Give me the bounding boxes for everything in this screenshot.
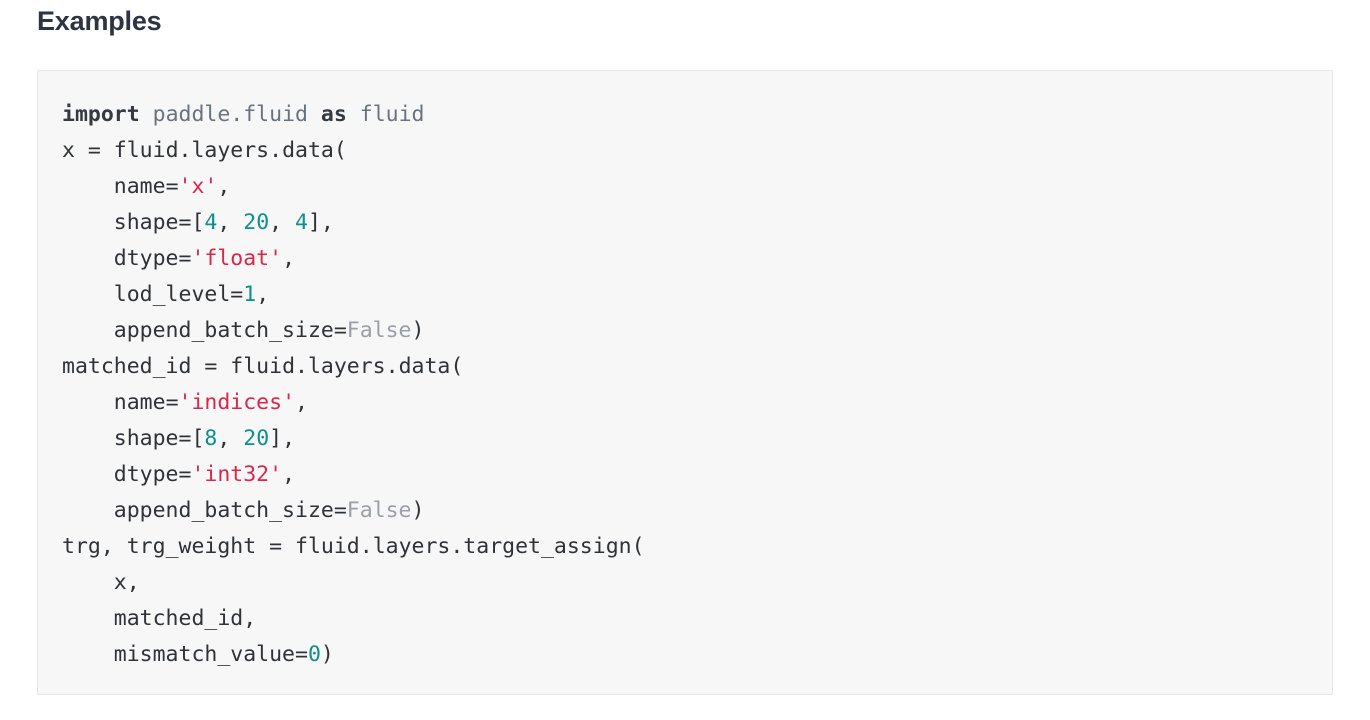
- code-token-op: =: [178, 246, 192, 271]
- code-token-num: 0: [307, 642, 321, 667]
- code-line: x = fluid.layers.data(: [62, 133, 1308, 169]
- code-token-punc: ,: [217, 210, 244, 235]
- code-token-op: =: [333, 318, 347, 343]
- code-token-punc: (: [450, 354, 464, 379]
- code-line: x,: [62, 565, 1308, 601]
- code-token-name: x: [62, 138, 75, 163]
- code-token-punc: (: [631, 534, 645, 559]
- code-token-const: False: [346, 498, 412, 523]
- code-line: trg, trg_weight = fluid.layers.target_as…: [62, 529, 1308, 565]
- code-token-num: 4: [204, 210, 218, 235]
- code-token-num: 20: [243, 210, 270, 235]
- code-token-kw: import: [62, 102, 140, 127]
- code-token-op: =: [165, 390, 179, 415]
- code-line: dtype='float',: [62, 241, 1308, 277]
- code-token-punc: ,: [100, 534, 127, 559]
- page-title: Examples: [37, 6, 162, 36]
- code-token-str: 'float': [191, 246, 283, 271]
- code-line: dtype='int32',: [62, 457, 1308, 493]
- code-token-str: 'int32': [191, 462, 283, 487]
- code-token-name: append_batch_size: [62, 498, 334, 523]
- code-token-op: =: [178, 426, 192, 451]
- code-token-name: shape: [62, 426, 179, 451]
- code-token-name: dtype: [62, 462, 179, 487]
- code-scroll-area[interactable]: import paddle.fluid as fluid x = fluid.l…: [38, 71, 1332, 694]
- code-token-plain: [347, 102, 360, 127]
- code-token-name: matched_id: [62, 354, 192, 379]
- code-token-punc: ,: [217, 174, 231, 199]
- code-token-name: trg: [62, 534, 101, 559]
- code-line: import paddle.fluid as fluid: [62, 97, 1308, 133]
- code-line: lod_level=1,: [62, 277, 1308, 313]
- code-token-const: False: [346, 318, 412, 343]
- code-token-punc: ): [411, 318, 425, 343]
- code-token-name: fluid.layers.data: [230, 354, 451, 379]
- code-token-name: mismatch_value: [62, 642, 295, 667]
- code-line: append_batch_size=False): [62, 493, 1308, 529]
- code-token-str: 'indices': [178, 390, 296, 415]
- code-token-name: fluid.layers.target_assign: [295, 534, 632, 559]
- code-line: shape=[8, 20],: [62, 421, 1308, 457]
- code-token-punc: ,: [256, 282, 270, 307]
- code-token-op: =: [256, 534, 296, 559]
- code-line: mismatch_value=0): [62, 637, 1308, 673]
- code-token-op: =: [295, 642, 308, 667]
- code-token-punc: ): [411, 498, 425, 523]
- code-token-op: =: [74, 138, 114, 163]
- code-token-punc: [: [191, 210, 205, 235]
- code-token-punc: ,: [295, 390, 308, 415]
- code-token-punc: ): [320, 642, 334, 667]
- code-token-punc: ],: [269, 426, 296, 451]
- code-token-punc: ,: [243, 606, 257, 631]
- code-token-op: =: [178, 462, 192, 487]
- code-token-mod: paddle.fluid: [152, 102, 308, 127]
- code-line: matched_id,: [62, 601, 1308, 637]
- code-token-op: =: [230, 282, 244, 307]
- code-token-mod: fluid: [359, 102, 425, 127]
- code-token-punc: (: [333, 138, 347, 163]
- code-token-op: =: [333, 498, 347, 523]
- code-token-punc: ,: [282, 246, 296, 271]
- code-block: import paddle.fluid as fluid x = fluid.l…: [37, 70, 1333, 695]
- code-line: name='indices',: [62, 385, 1308, 421]
- code-token-num: 8: [204, 426, 218, 451]
- code-token-name: fluid.layers.data: [113, 138, 334, 163]
- code-token-punc: ],: [307, 210, 334, 235]
- code-token-name: dtype: [62, 246, 179, 271]
- code-token-punc: ,: [217, 426, 244, 451]
- code-token-op: =: [178, 210, 192, 235]
- code-token-num: 20: [243, 426, 270, 451]
- code-token-name: shape: [62, 210, 179, 235]
- code-token-name: name: [62, 174, 166, 199]
- code-token-plain: [308, 102, 321, 127]
- code-token-name: name: [62, 390, 166, 415]
- code-token-kw: as: [320, 102, 347, 127]
- code-root: import paddle.fluid as fluid x = fluid.l…: [62, 97, 1308, 673]
- code-token-name: matched_id: [62, 606, 244, 631]
- code-token-name: trg_weight: [126, 534, 257, 559]
- code-token-num: 1: [243, 282, 257, 307]
- code-token-num: 4: [295, 210, 308, 235]
- code-token-name: lod_level: [62, 282, 231, 307]
- code-token-plain: [140, 102, 153, 127]
- code-line: matched_id = fluid.layers.data(: [62, 349, 1308, 385]
- code-token-name: x: [62, 570, 127, 595]
- code-token-punc: ,: [282, 462, 296, 487]
- code-content[interactable]: import paddle.fluid as fluid x = fluid.l…: [62, 97, 1308, 673]
- code-token-op: =: [191, 354, 231, 379]
- code-token-punc: [: [191, 426, 205, 451]
- code-token-op: =: [165, 174, 179, 199]
- code-token-punc: ,: [269, 210, 296, 235]
- code-line: name='x',: [62, 169, 1308, 205]
- code-line: append_batch_size=False): [62, 313, 1308, 349]
- code-token-punc: ,: [126, 570, 140, 595]
- code-token-name: append_batch_size: [62, 318, 334, 343]
- code-token-str: 'x': [178, 174, 218, 199]
- code-line: shape=[4, 20, 4],: [62, 205, 1308, 241]
